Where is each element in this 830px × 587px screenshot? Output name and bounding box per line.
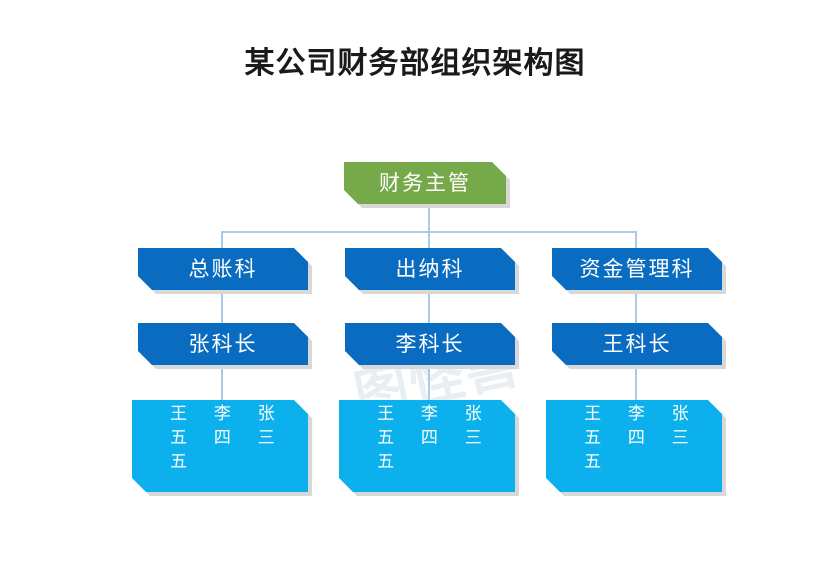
node-department-1[interactable]: 总账科 bbox=[138, 248, 308, 290]
connector-dept-chief-3 bbox=[635, 293, 637, 323]
node-label: 总账科 bbox=[188, 257, 258, 281]
staff-name-column: 王五五 bbox=[167, 404, 187, 476]
staff-name-column: 张三 bbox=[461, 404, 481, 452]
connector-drop-dept-1 bbox=[221, 231, 223, 248]
page-title: 某公司财务部组织架构图 bbox=[244, 47, 586, 80]
node-staff-group-2[interactable]: 王五五 李四 张三 bbox=[339, 400, 515, 492]
node-chief-2[interactable]: 李科长 bbox=[345, 323, 515, 365]
node-staff-group-3[interactable]: 王五五 李四 张三 bbox=[546, 400, 722, 492]
staff-name-column: 李四 bbox=[624, 404, 644, 452]
connector-chief-staff-2 bbox=[428, 368, 430, 400]
node-root-finance-manager[interactable]: 财务主管 bbox=[344, 162, 506, 204]
staff-name-column: 王五五 bbox=[581, 404, 601, 476]
node-label: 资金管理科 bbox=[579, 257, 695, 281]
node-label: 李科长 bbox=[395, 332, 465, 356]
connector-dept-chief-1 bbox=[221, 293, 223, 323]
node-department-2[interactable]: 出纳科 bbox=[345, 248, 515, 290]
node-label: 财务主管 bbox=[379, 171, 471, 195]
staff-name-column: 张三 bbox=[254, 404, 274, 452]
staff-name-column: 李四 bbox=[417, 404, 437, 452]
staff-name-column: 张三 bbox=[668, 404, 688, 452]
connector-dept-chief-2 bbox=[428, 293, 430, 323]
node-chief-3[interactable]: 王科长 bbox=[552, 323, 722, 365]
connector-chief-staff-1 bbox=[221, 368, 223, 400]
node-label: 张科长 bbox=[188, 332, 258, 356]
connector-root-stem bbox=[428, 205, 430, 231]
connector-drop-dept-2 bbox=[428, 231, 430, 248]
connector-drop-dept-3 bbox=[635, 231, 637, 248]
connector-chief-staff-3 bbox=[635, 368, 637, 400]
staff-name-column: 王五五 bbox=[374, 404, 394, 476]
staff-name-column: 李四 bbox=[210, 404, 230, 452]
node-department-3[interactable]: 资金管理科 bbox=[552, 248, 722, 290]
node-staff-group-1[interactable]: 王五五 李四 张三 bbox=[132, 400, 308, 492]
node-label: 出纳科 bbox=[395, 257, 465, 281]
node-label: 王科长 bbox=[602, 332, 672, 356]
node-chief-1[interactable]: 张科长 bbox=[138, 323, 308, 365]
